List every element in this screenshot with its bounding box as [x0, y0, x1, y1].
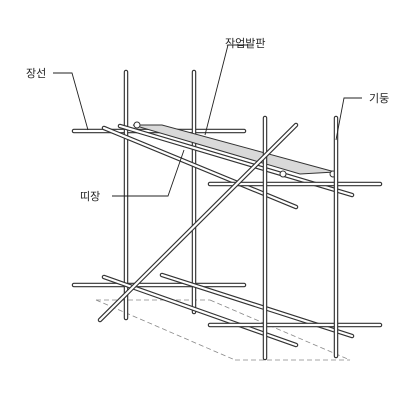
leader-jangseon: [53, 72, 89, 131]
leader-ttijang: [112, 149, 185, 197]
label-jangseon: 장선: [26, 67, 46, 80]
leader-platform: [204, 44, 248, 136]
brace-tube: [97, 122, 299, 323]
scaffold-tubes-front: [97, 115, 383, 361]
ground-lines: [95, 299, 351, 361]
platform-clamp: [279, 170, 287, 178]
platform-clamp: [133, 121, 141, 129]
leader-column: [335, 97, 362, 141]
label-ttijang: 띠장: [80, 190, 100, 203]
label-column: 기둥: [369, 92, 389, 105]
leader-lines: [53, 44, 362, 197]
label-platform: 작업발판: [225, 37, 265, 50]
